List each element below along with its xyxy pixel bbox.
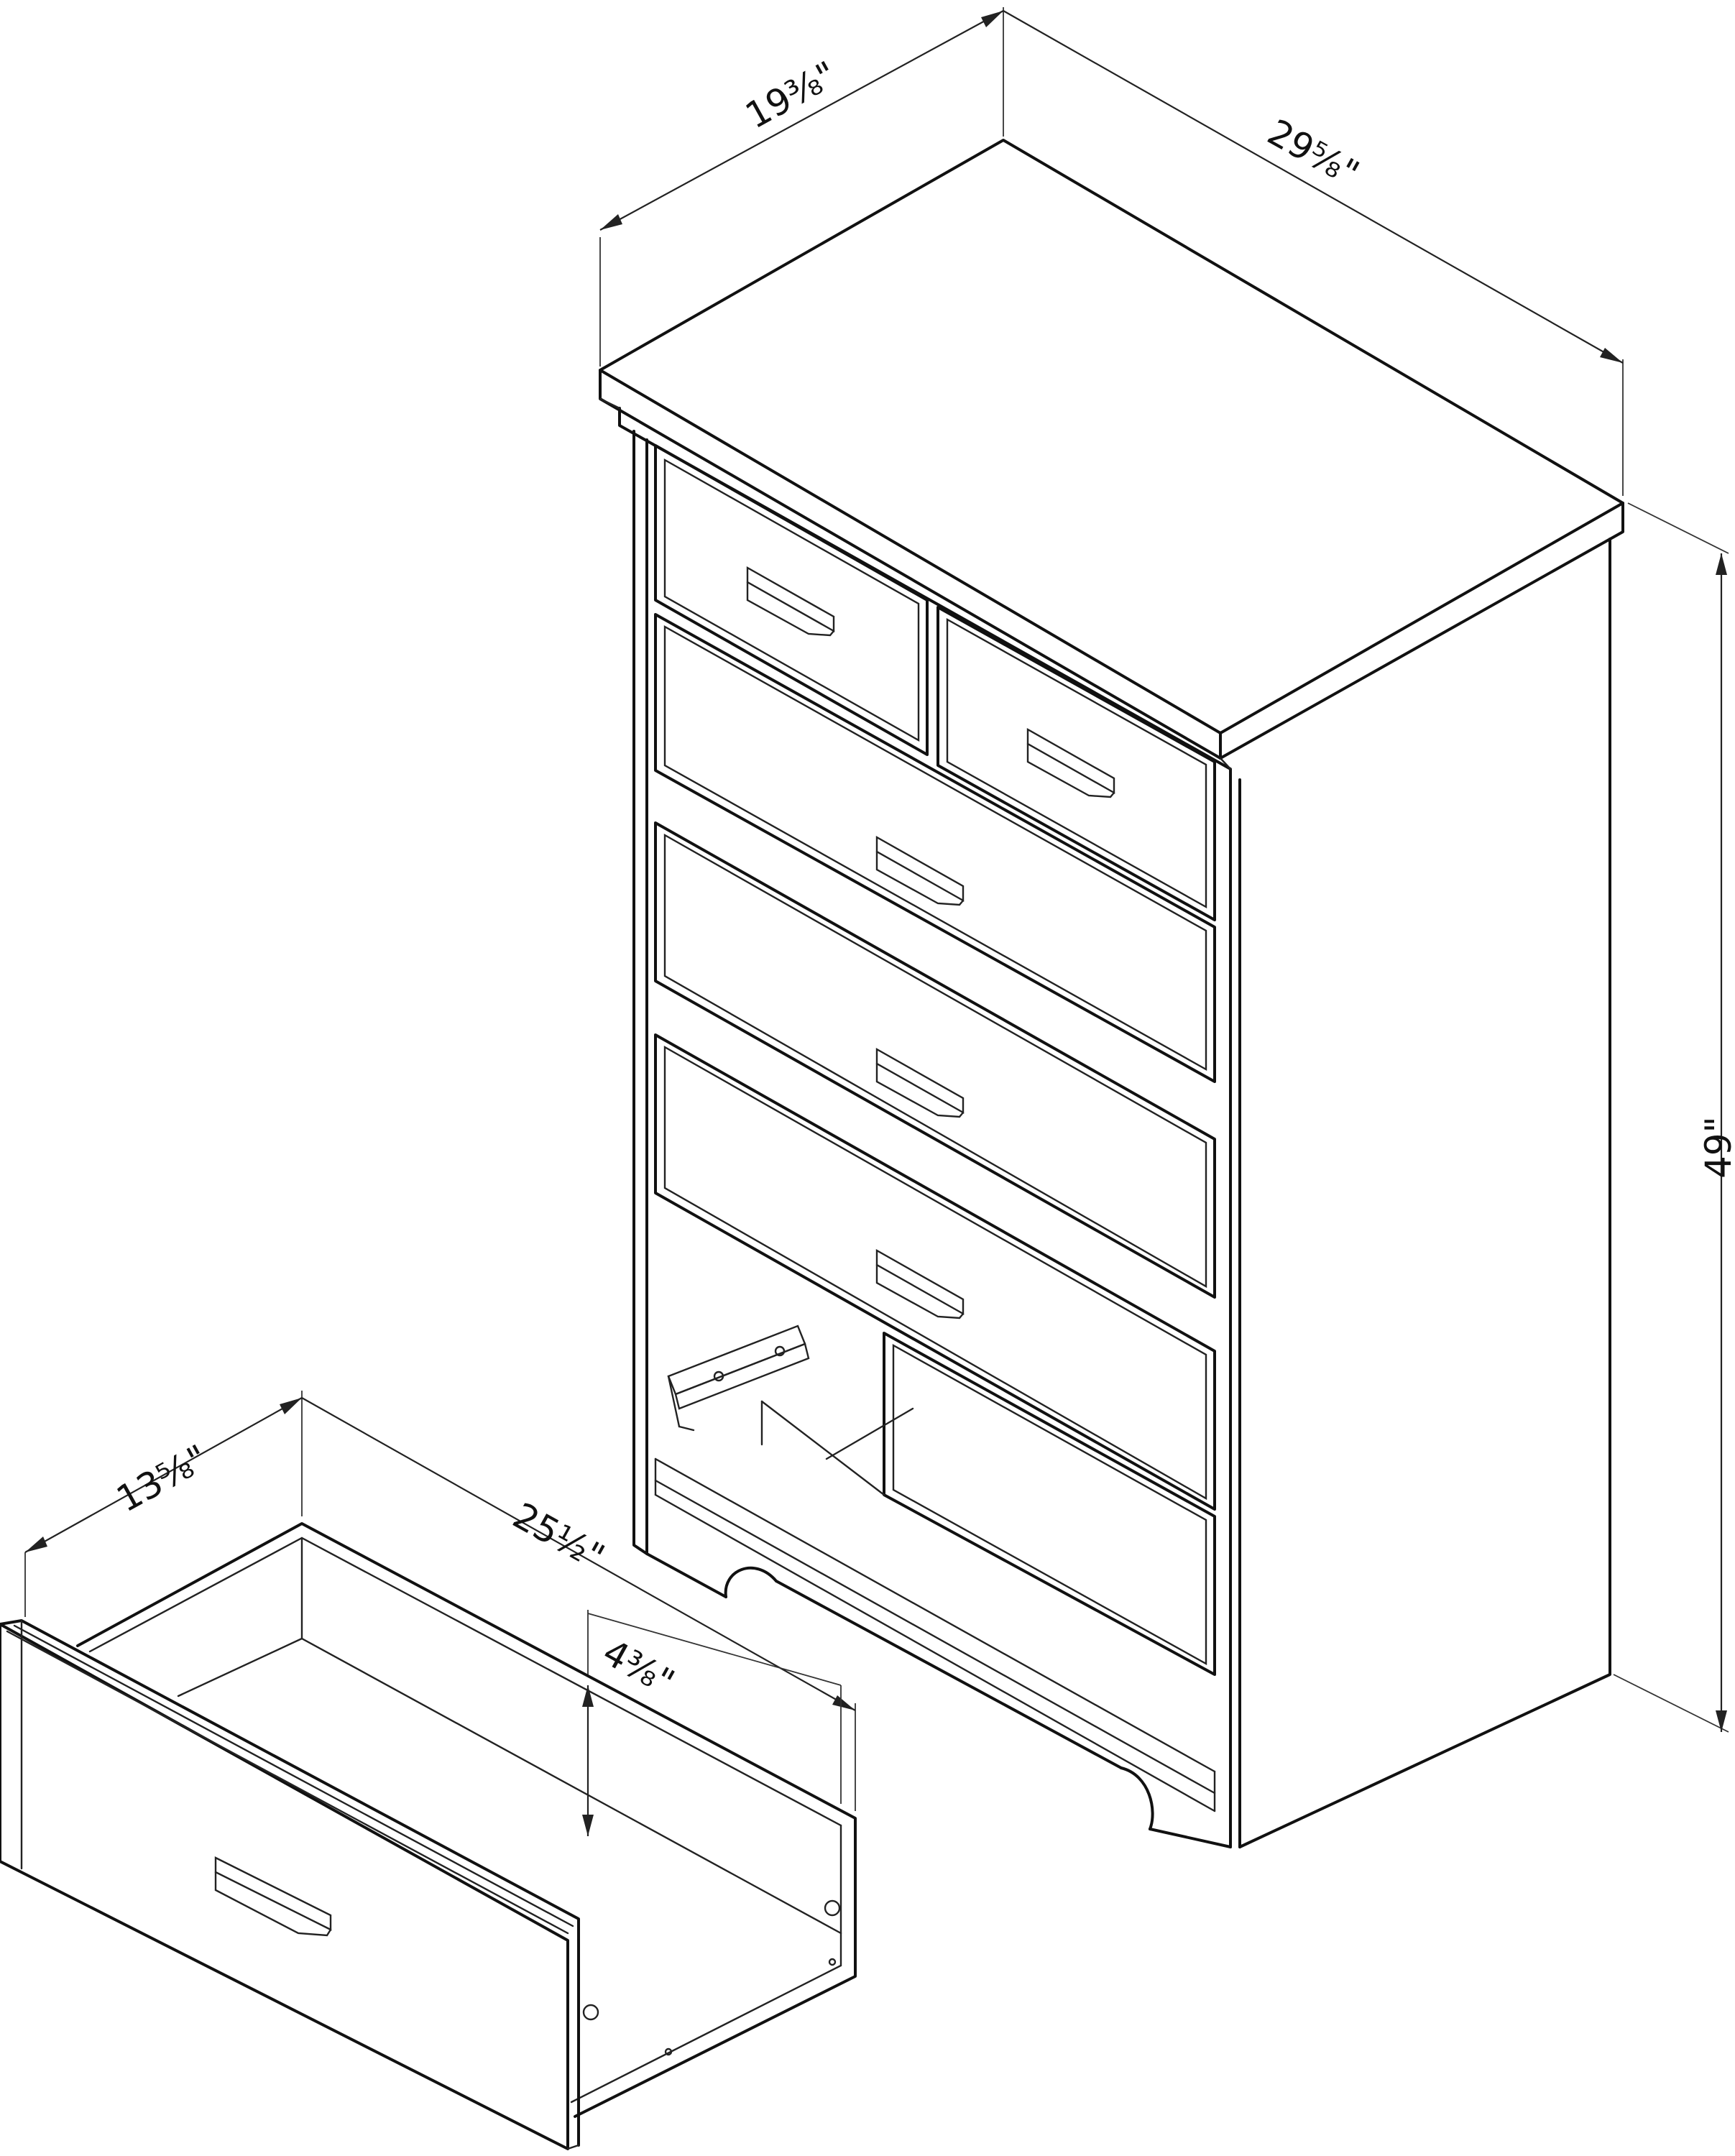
dim-drawer-height: 4⅜" [582, 1610, 842, 1836]
drawer-3 [654, 821, 1216, 1299]
label-chest-height: 49" [1698, 1116, 1735, 1179]
drawer-front-screw [582, 2004, 599, 2021]
drawer-4 [654, 1033, 1216, 1511]
drawer-handle [875, 835, 965, 906]
drawer-handle [1026, 727, 1115, 798]
drawer-slide-rail [667, 1325, 810, 1432]
label-drawer-height: 4⅜" [596, 1631, 681, 1704]
drawer-screw [824, 1899, 841, 1917]
drawer-5 [760, 1332, 1216, 1676]
drawer-box-rim [76, 1522, 857, 1827]
dim-chest-height: 49" [1613, 502, 1735, 1733]
drawer-handle [875, 1248, 965, 1319]
drawer-top-left [654, 444, 929, 756]
chest-side-panel [1238, 538, 1611, 1848]
drawer-side-panel [574, 1824, 857, 2118]
label-drawer-width: 25½" [506, 1495, 611, 1578]
dim-drawer-depth: 13⅝" [24, 1391, 303, 1617]
dim-drawer-width: 25½" [301, 1397, 856, 1811]
chest-front-left-post [632, 430, 648, 1555]
drawer-top-right [936, 606, 1216, 921]
chest-top-edge-front [599, 369, 1624, 760]
chest-base-front [645, 1552, 727, 1598]
chest-of-drawers [599, 139, 1624, 1848]
chest-top-surface [599, 139, 1624, 734]
drawer-2 [654, 613, 1216, 1083]
dim-chest-depth: 19⅜" [599, 7, 1004, 367]
label-chest-depth: 19⅜" [739, 53, 844, 137]
loose-drawer [0, 1522, 857, 2150]
dim-chest-width: 29⅝" [1003, 10, 1624, 496]
label-chest-width: 29⅝" [1261, 111, 1366, 195]
drawer-handle [875, 1047, 965, 1118]
drawer-handle [746, 566, 835, 637]
loose-drawer-handle [214, 1856, 332, 1937]
label-drawer-depth: 13⅝" [110, 1437, 215, 1520]
